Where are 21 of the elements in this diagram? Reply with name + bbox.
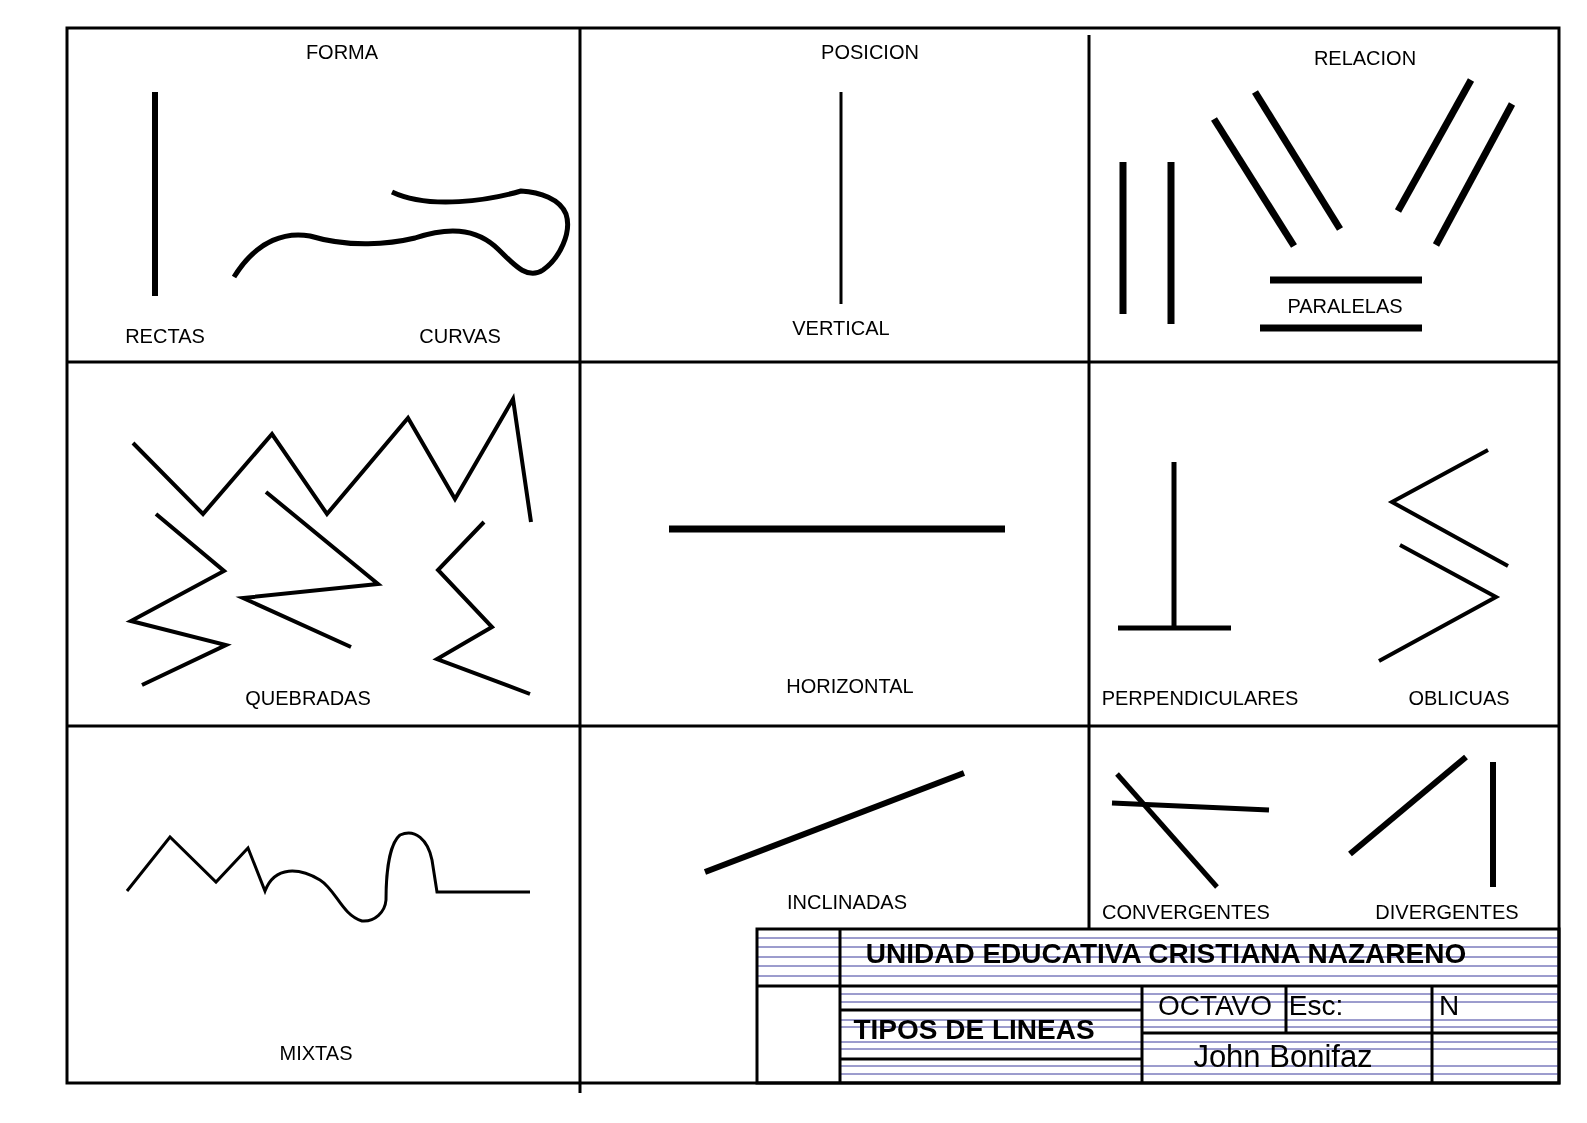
scale-value: N — [1438, 989, 1460, 1023]
drawing-title: TIPOS DE LINEAS — [853, 1013, 1095, 1047]
line-type-label: PARALELAS — [1287, 294, 1403, 318]
line-type-label: VERTICAL — [792, 316, 890, 340]
section-heading: RELACION — [1313, 46, 1417, 70]
line-type-label: PERPENDICULARES — [1101, 686, 1299, 710]
line-type-label: OBLICUAS — [1408, 686, 1510, 710]
line-type-label: RECTAS — [125, 324, 205, 348]
line-type-label: CONVERGENTES — [1102, 900, 1270, 924]
section-heading: POSICION — [821, 40, 919, 64]
line-type-label: CURVAS — [419, 324, 501, 348]
section-heading: FORMA — [305, 40, 379, 64]
author-name: John Bonifaz — [1193, 1039, 1373, 1075]
grade-label: OCTAVO — [1157, 989, 1273, 1023]
line-type-label: MIXTAS — [279, 1041, 353, 1065]
line-type-label: DIVERGENTES — [1375, 900, 1519, 924]
school-name: UNIDAD EDUCATIVA CRISTIANA NAZARENO — [865, 937, 1467, 971]
scale-label: Esc: — [1288, 989, 1344, 1023]
line-type-label: HORIZONTAL — [786, 674, 914, 698]
line-type-label: INCLINADAS — [787, 890, 907, 914]
line-type-label: QUEBRADAS — [245, 686, 371, 710]
